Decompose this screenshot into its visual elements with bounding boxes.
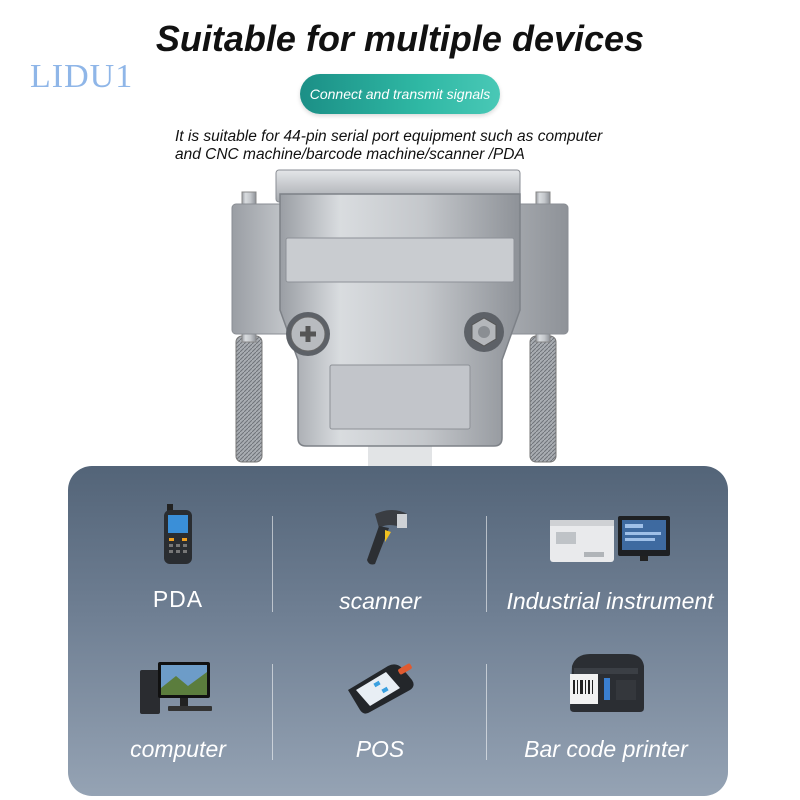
device-panel: PDA scanner Indu [68, 466, 728, 796]
column-divider [486, 664, 487, 760]
device-item-computer: computer [68, 658, 288, 796]
device-label: computer [130, 736, 226, 762]
device-label: POS [355, 736, 405, 762]
barcode-printer-icon [570, 654, 644, 712]
barcode-scanner-icon [367, 510, 407, 565]
db44-connector-image [231, 169, 569, 470]
computer-icon [140, 662, 212, 714]
column-divider [272, 664, 273, 760]
device-item-pos: POS [270, 658, 490, 796]
industrial-instrument-icon [550, 516, 670, 562]
column-divider [486, 516, 487, 612]
device-label: Bar code printer [524, 736, 688, 762]
device-item-barcode-printer: Bar code printer [496, 650, 716, 796]
description-line-2: and CNC machine/barcode machine/scanner … [175, 146, 525, 163]
device-label: Industrial instrument [506, 588, 714, 614]
column-divider [272, 516, 273, 612]
watermark: LIDU1 [30, 58, 134, 95]
description-line-1: It is suitable for 44-pin serial port eq… [175, 128, 603, 145]
pos-terminal-icon [348, 663, 414, 714]
device-label: PDA [152, 586, 204, 612]
device-item-industrial-instrument: Industrial instrument [500, 504, 720, 654]
description: It is suitable for 44-pin serial port eq… [175, 128, 675, 164]
pda-icon [164, 504, 192, 564]
device-item-pda: PDA [68, 504, 288, 654]
device-label: scanner [339, 588, 421, 614]
feature-pill: Connect and transmit signals [300, 74, 500, 114]
device-item-scanner: scanner [270, 504, 490, 654]
headline: Suitable for multiple devices [155, 18, 645, 59]
